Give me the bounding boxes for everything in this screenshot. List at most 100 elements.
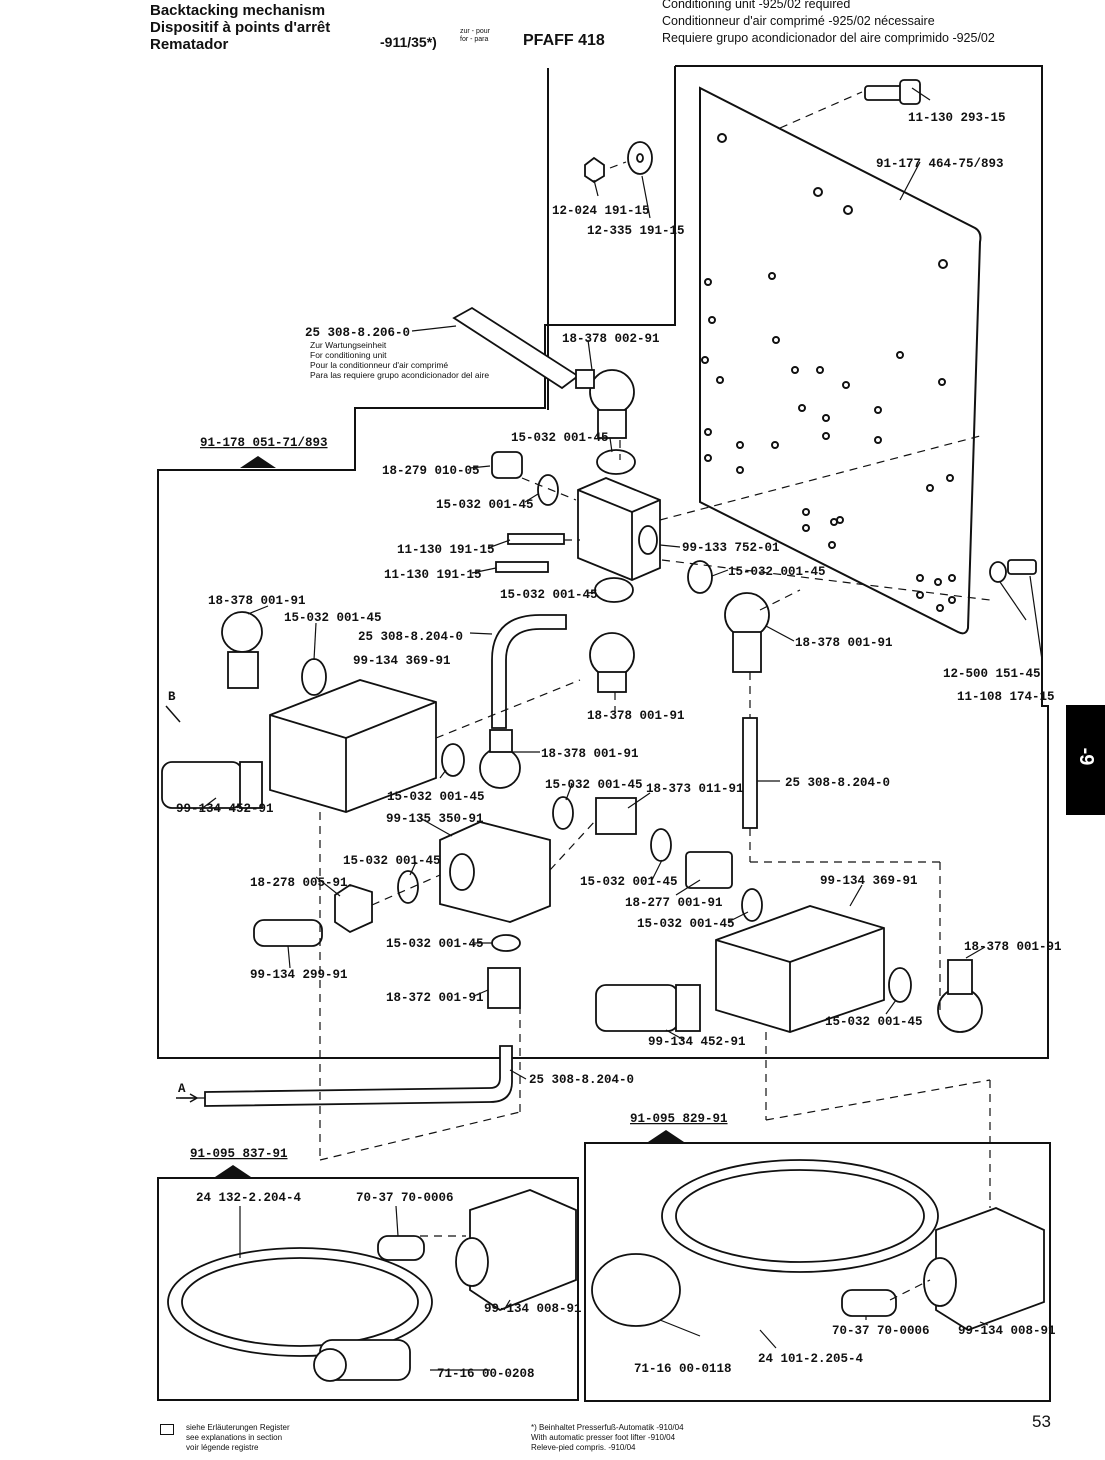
requirements-note: Conditioning unit -925/02 required Condi… (662, 0, 995, 47)
part-label: 12-335 191-15 (587, 224, 685, 238)
assembly-left-cable-label: 91-095 837-91 (190, 1147, 288, 1161)
marker-b: B (168, 690, 176, 704)
model-code: -911/35*) (380, 34, 437, 50)
assembly-main-label: 91-178 051-71/893 (200, 436, 328, 450)
part-label: 99-134 452-91 (648, 1035, 746, 1049)
section-tab: -9 (1066, 705, 1105, 815)
part-label: 25 308-8.206-0 (305, 326, 410, 340)
part-label: 12-500 151-45 (943, 667, 1041, 681)
part-label: 15-032 001-45 (637, 917, 735, 931)
part-label: 15-032 001-45 (386, 937, 484, 951)
title-es: Rematador (150, 36, 229, 53)
left-cable-marker (215, 1165, 251, 1177)
part-label: 99-134 369-91 (353, 654, 451, 668)
part-label: 15-032 001-45 (387, 790, 485, 804)
part-label: 71-16 00-0118 (634, 1362, 732, 1376)
part-label: 71-16 00-0208 (437, 1367, 535, 1381)
part-label: 11-130 191-15 (397, 543, 495, 557)
part-label: 15-032 001-45 (500, 588, 598, 602)
section-tab-label: -9 (1075, 747, 1097, 766)
part-label: 25 308-8.204-0 (785, 776, 890, 790)
zur-pour-text: zur - pour (460, 28, 490, 35)
assembly-right-cable-label: 91-095 829-91 (630, 1112, 728, 1126)
part-label: 15-032 001-45 (343, 854, 441, 868)
part-label: 11-130 293-15 (908, 111, 1006, 125)
part-label: 24 101-2.205-4 (758, 1352, 864, 1366)
part-label: 99-135 350-91 (386, 812, 484, 826)
right-cable-marker (648, 1130, 684, 1142)
o-ring (596, 449, 636, 475)
elbow-fitting-top (589, 369, 635, 415)
footer-right-note: *) Beinhaltet Presserfuß-Automatik -910/… (531, 1423, 684, 1453)
conditioning-note-fr: Pour la conditionneur d'air comprimé (310, 360, 448, 370)
requirement-en: Conditioning unit -925/02 required (662, 0, 851, 11)
part-label: 99-134 008-91 (958, 1324, 1056, 1338)
part-label: 15-032 001-45 (511, 431, 609, 445)
part-label: 99-133 752-01 (682, 541, 780, 555)
part-label: 15-032 001-45 (580, 875, 678, 889)
zur-pour-label: zur - pour for - para (460, 28, 490, 44)
tube-vertical (742, 717, 758, 829)
footer-right-de: *) Beinhaltet Presserfuß-Automatik -910/… (531, 1423, 684, 1432)
part-label: 25 308-8.204-0 (358, 630, 463, 644)
hose-lower (204, 1045, 513, 1107)
page-title: Backtacking mechanism Dispositif à point… (150, 2, 330, 53)
part-label: 15-032 001-45 (728, 565, 826, 579)
part-label: 99-134 452-91 (176, 802, 274, 816)
part-label: 15-032 001-45 (436, 498, 534, 512)
footer-left-fr: voir légende registre (186, 1443, 259, 1452)
solenoid-valve-right (715, 905, 885, 1033)
footer-left-note: siehe Erläuterungen Register see explana… (160, 1423, 290, 1453)
marker-a: A (178, 1082, 186, 1096)
footer-left-en: see explanations in section (186, 1433, 283, 1442)
screw-top (864, 85, 906, 101)
part-label: 18-378 001-91 (587, 709, 685, 723)
part-label: 18-372 001-91 (386, 991, 484, 1005)
part-label: 18-378 001-91 (795, 636, 893, 650)
machine-name: PFAFF 418 (523, 32, 605, 49)
part-label: 91-177 464-75/893 (876, 157, 1004, 171)
screw-mid (507, 533, 565, 545)
conditioning-note-es: Para las requiere grupo acondicionador d… (310, 370, 489, 380)
part-label: 99-134 299-91 (250, 968, 348, 982)
title-de: Backtacking mechanism (150, 2, 326, 19)
footer-right-fr: Releve-pied compris. -910/04 (531, 1443, 636, 1452)
muffler-right (595, 984, 679, 1032)
hex-nut (584, 156, 605, 184)
solenoid-valve-left (269, 679, 437, 813)
part-label: 15-032 001-45 (284, 611, 382, 625)
part-label: 24 132-2.204-4 (196, 1191, 302, 1205)
part-label: 11-130 191-15 (384, 568, 482, 582)
conditioning-note-de: Zur Wartungseinheit (310, 340, 387, 350)
part-label: 18-378 001-91 (208, 594, 306, 608)
check-valve-block (439, 821, 551, 923)
connector-left (469, 1189, 577, 1312)
part-label: 18-278 005-91 (250, 876, 348, 890)
part-label: 25 308-8.204-0 (529, 1073, 634, 1087)
requirement-fr: Conditionneur d'air comprimé -925/02 néc… (662, 14, 935, 28)
part-label: 18-373 011-91 (646, 782, 744, 796)
part-label: 70-37 70-0006 (832, 1324, 930, 1338)
main-assembly-frame (157, 65, 1049, 1059)
connector-right (935, 1207, 1045, 1331)
left-cable-box (157, 1177, 579, 1401)
mounting-plate (699, 86, 982, 635)
part-label: 18-378 002-91 (562, 332, 660, 346)
part-label: 99-134 008-91 (484, 1302, 582, 1316)
plug (491, 451, 523, 479)
part-label: 18-279 010-05 (382, 464, 480, 478)
footer-left-de: siehe Erläuterungen Register (186, 1423, 290, 1432)
footer-right-en: With automatic presser foot lifter -910/… (531, 1433, 676, 1442)
part-label: 70-37 70-0006 (356, 1191, 454, 1205)
hose-bent (491, 614, 567, 729)
page-number: 53 (1032, 1412, 1051, 1431)
part-label: 18-277 001-91 (625, 896, 723, 910)
part-label: 18-378 001-91 (964, 940, 1062, 954)
manifold-block (577, 477, 661, 581)
title-fr: Dispositif à points d'arrêt (150, 19, 331, 36)
main-assembly-marker (240, 456, 276, 468)
right-cable-box (584, 1142, 1051, 1402)
part-label: 99-134 369-91 (820, 874, 918, 888)
part-label: 11-108 174-15 (957, 690, 1055, 704)
